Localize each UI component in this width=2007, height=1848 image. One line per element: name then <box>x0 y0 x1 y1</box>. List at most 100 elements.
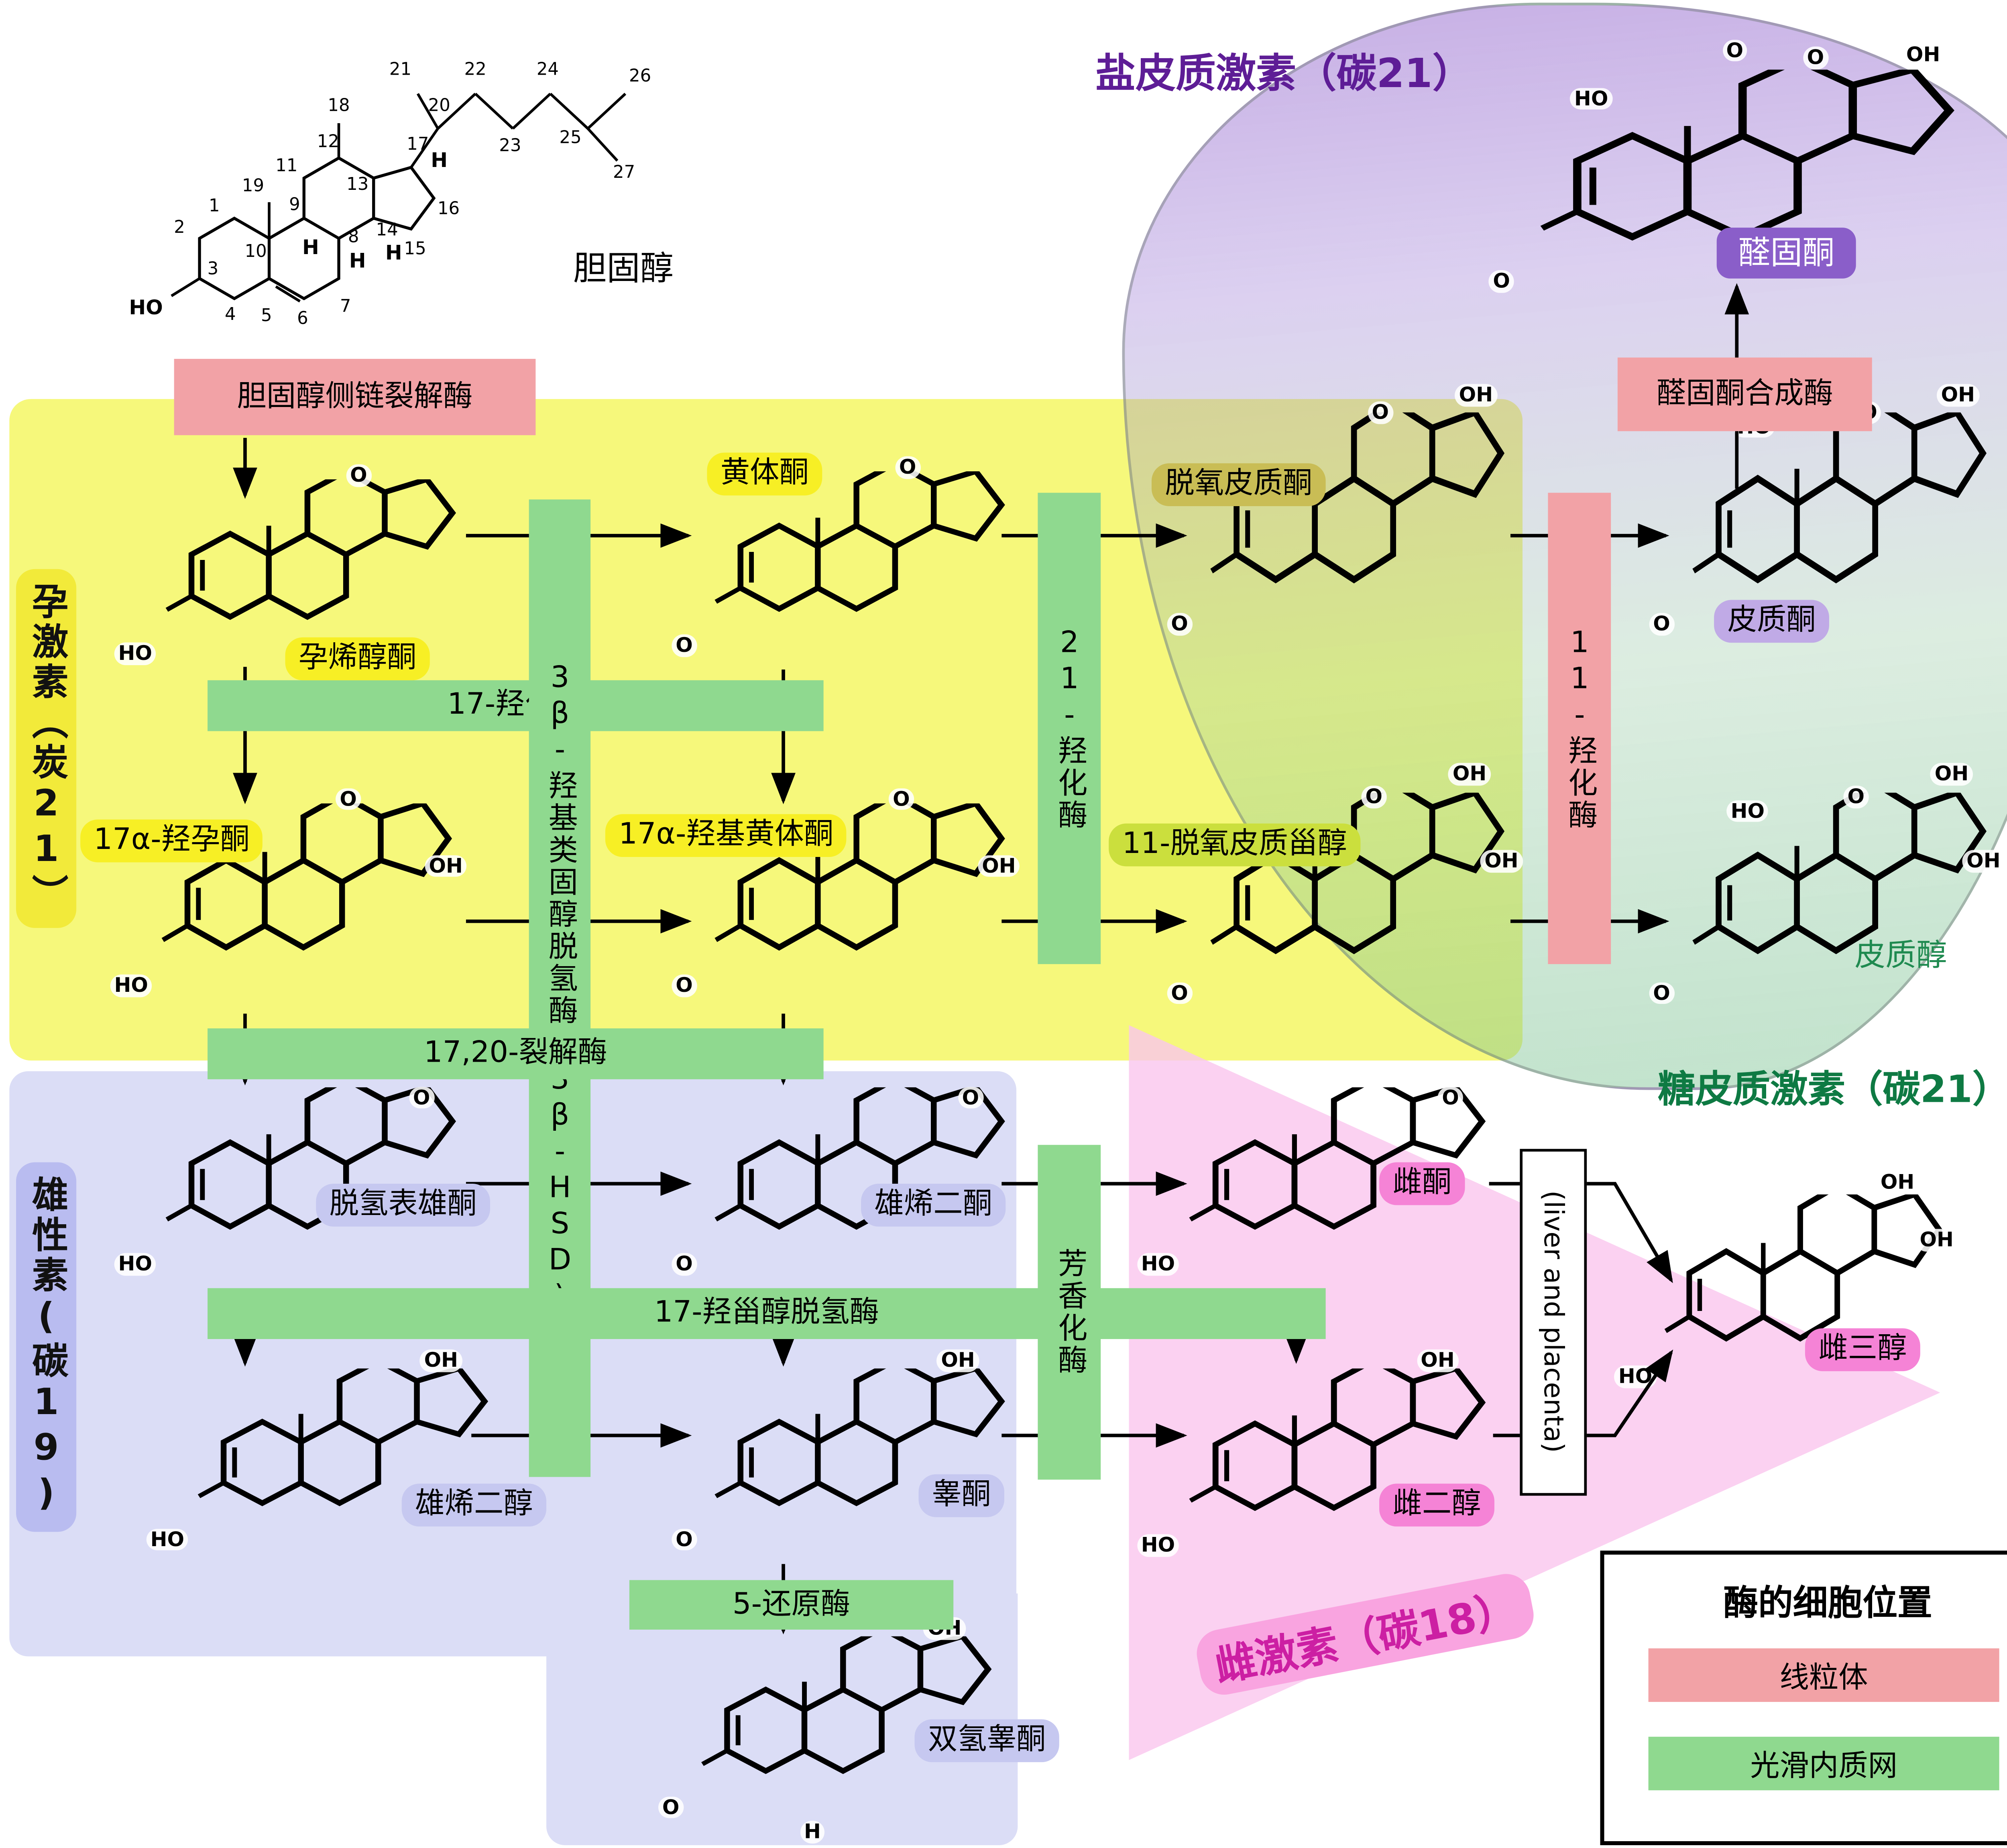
atom-label: 5 <box>261 306 272 327</box>
enzyme-17-20-lyase: 17,20-裂解酶 <box>208 1028 824 1079</box>
atom-label: 4 <box>224 305 236 326</box>
atom-label: 9 <box>289 195 300 216</box>
legend-title: 酶的细胞位置 <box>1723 1584 1932 1624</box>
mineralocorticoid-title: 盐皮质激素（碳21） <box>1095 51 1473 98</box>
atom-label: OH <box>1930 763 1973 786</box>
atom-label: 25 <box>559 128 582 149</box>
label-cortisol: 皮质醇 <box>1854 938 1947 974</box>
pregnenolone-structure: HO O <box>114 464 459 678</box>
cholesterol-skeleton <box>171 93 627 303</box>
atom-label: O <box>672 1528 697 1551</box>
enzyme-5-reductase: 5-还原酶 <box>629 1580 954 1630</box>
label-estrone: 雌酮 <box>1379 1162 1465 1205</box>
atom-label: OH <box>1915 1229 1958 1251</box>
atom-label: HO <box>1137 1253 1179 1275</box>
atom-label: O <box>658 1796 684 1818</box>
label-androstenediol: 雄烯二醇 <box>401 1484 547 1526</box>
label-corticosterone: 皮质酮 <box>1714 600 1830 642</box>
atom-label: O <box>1803 47 1828 69</box>
label-testosterone: 睾酮 <box>918 1474 1005 1517</box>
atom-label: O <box>1167 613 1192 636</box>
atom-label: 26 <box>629 67 651 87</box>
glucocorticoid-title: 糖皮质激素（碳21） <box>1657 1067 2007 1111</box>
atom-label: 10 <box>244 242 267 263</box>
legend: 酶的细胞位置 线粒体 光滑内质网 <box>1600 1551 2007 1846</box>
atom-label: H <box>385 240 402 265</box>
progestogen-title: 孕激素（炭21） <box>16 569 77 928</box>
atom-label: OH <box>1962 850 2005 872</box>
atom-label: 20 <box>428 96 450 116</box>
androstenediol-structure: HO OH <box>146 1350 491 1563</box>
atom-label: O <box>1167 982 1192 1004</box>
atom-label: HO <box>1614 1366 1657 1388</box>
atom-label: O <box>895 456 920 478</box>
label-pregnenolone: 孕烯醇酮 <box>285 637 430 680</box>
atom-label: 23 <box>499 136 521 157</box>
atom-label: H <box>349 248 366 273</box>
atom-label: OH <box>420 1350 462 1372</box>
atom-label: OH <box>1480 850 1523 872</box>
atom-label: O <box>336 788 361 810</box>
atom-label: HO <box>146 1528 189 1551</box>
atom-label: O <box>1843 786 1869 808</box>
atom-label: HO <box>1570 88 1612 110</box>
atom-label: O <box>1722 39 1748 61</box>
atom-label: O <box>346 464 371 486</box>
atom-label: H <box>302 235 319 260</box>
legend-mitochondria: 线粒体 <box>1648 1648 1999 1702</box>
label-17a-hydroxypregnenolone: 17α-羟孕酮 <box>80 819 263 862</box>
atom-label: 1 <box>208 196 220 217</box>
atom-label: O <box>1649 613 1674 636</box>
atom-label: HO <box>129 295 163 320</box>
atom-label: 18 <box>328 96 350 116</box>
atom-label: 13 <box>346 175 369 195</box>
enzyme-17-hsd: 17-羟甾醇脱氢酶 <box>208 1288 1326 1339</box>
atom-label: 15 <box>404 239 426 260</box>
atom-label: 19 <box>242 176 265 197</box>
atom-label: 17 <box>407 135 429 155</box>
label-dhea: 脱氢表雄酮 <box>316 1184 491 1226</box>
atom-label: O <box>1489 271 1514 293</box>
androgen-title: 雄性素(碳19) <box>16 1162 77 1532</box>
enzyme-aromatase: 芳香化酶 <box>1038 1145 1101 1480</box>
atom-label: OH <box>1448 763 1491 786</box>
enzyme-17-hydroxylase: 17-羟化酶 <box>208 680 824 731</box>
atom-label: OH <box>978 855 1020 877</box>
atom-label: HO <box>114 1253 157 1275</box>
enzyme-21-hydroxylase: 21-羟化酶 <box>1038 493 1101 964</box>
atom-label: O <box>889 788 914 810</box>
atom-label: O <box>1649 982 1674 1004</box>
atom-label: H <box>431 148 448 173</box>
atom-label: OH <box>425 855 467 877</box>
atom-label: OH <box>1876 1171 1919 1193</box>
liver-placenta-box: (liver and placenta) <box>1520 1149 1587 1496</box>
atom-label: O <box>1438 1086 1463 1109</box>
label-aldosterone: 醛固酮 <box>1716 228 1856 279</box>
atom-label: 21 <box>389 60 412 80</box>
atom-label: 11 <box>275 156 298 177</box>
atom-label: 24 <box>536 60 559 80</box>
atom-label: H <box>800 1822 825 1844</box>
label-estradiol: 雌二醇 <box>1379 1484 1495 1526</box>
label-progesterone: 黄体酮 <box>707 452 822 495</box>
atom-label: O <box>672 1253 697 1275</box>
atom-label: OH <box>1937 385 1979 407</box>
enzyme-cholesterol-scc: 胆固醇侧链裂解酶 <box>174 359 536 436</box>
label-cholesterol: 胆固醇 <box>573 249 674 288</box>
atom-label: O <box>958 1086 983 1109</box>
enzyme-aldosterone-synthase: 醛固酮合成酶 <box>1617 357 1872 431</box>
label-estriol: 雌三醇 <box>1805 1328 1920 1371</box>
atom-label: O <box>672 635 697 657</box>
label-dht: 双氢睾酮 <box>914 1719 1059 1762</box>
label-deoxycorticosterone: 脱氧皮质酮 <box>1151 463 1326 506</box>
atom-label: HO <box>114 643 157 665</box>
atom-label: 22 <box>464 60 486 80</box>
